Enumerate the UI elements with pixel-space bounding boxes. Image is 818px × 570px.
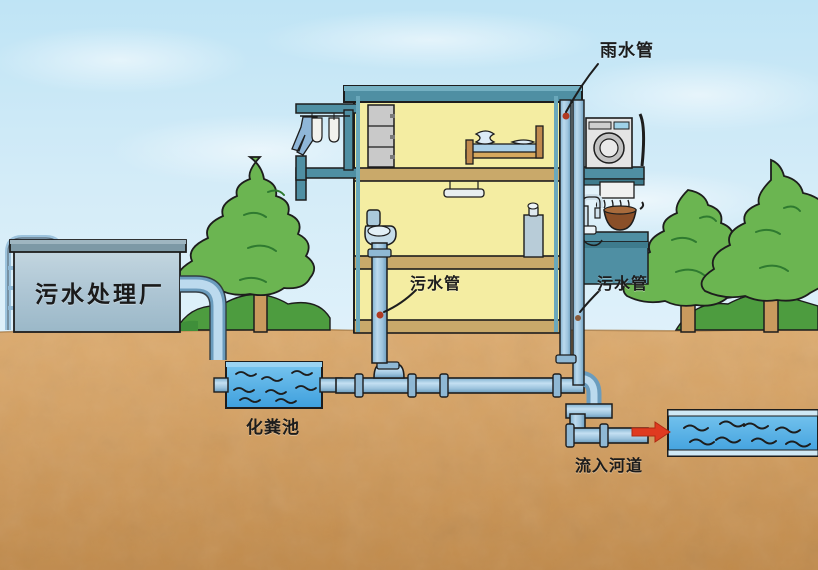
balcony-right — [577, 113, 649, 285]
tree-right-2 — [700, 158, 818, 333]
tree-left — [176, 156, 316, 333]
leader-sewage-right — [579, 289, 601, 313]
pipe-collars — [354, 361, 562, 398]
label-sewage-plant: 污水处理厂 — [35, 282, 165, 308]
ceiling-light-icon — [443, 181, 485, 198]
wok-icon — [595, 201, 645, 231]
label-sewage-pipe-left: 污水管 — [410, 274, 462, 293]
laundry-sock-icon-2 — [328, 117, 340, 143]
septic-water-waves — [233, 370, 317, 404]
water-heater-icon — [523, 202, 544, 258]
marker-dot-left — [376, 311, 384, 319]
label-rainwater-pipe: 雨水管 — [600, 41, 654, 61]
septic-tank — [213, 361, 343, 409]
washing-machine-icon — [585, 117, 633, 169]
leader-sewage-left — [383, 289, 417, 313]
leader-lines — [383, 63, 601, 313]
marker-dot-rain — [562, 112, 570, 120]
sewage-treatment-plant — [5, 235, 227, 360]
bed-icon — [465, 125, 544, 165]
downpipes-right — [555, 99, 585, 386]
balcony-left — [291, 103, 359, 201]
river — [667, 409, 818, 457]
underground-sewer-main — [335, 361, 649, 448]
flow-arrow-icon — [631, 421, 671, 443]
river-waves — [683, 420, 811, 448]
soil-ground — [0, 327, 818, 570]
label-septic-tank: 化粪池 — [246, 418, 300, 438]
label-sewage-pipe-right: 污水管 — [597, 274, 649, 293]
cabinet-icon — [367, 104, 395, 168]
leader-rainwater — [565, 63, 599, 113]
laundry-sock-icon-1 — [311, 117, 323, 143]
marker-dot-sewage — [575, 315, 581, 321]
label-flow-to-river: 流入河道 — [575, 456, 644, 475]
soil-stack-left — [367, 242, 392, 364]
